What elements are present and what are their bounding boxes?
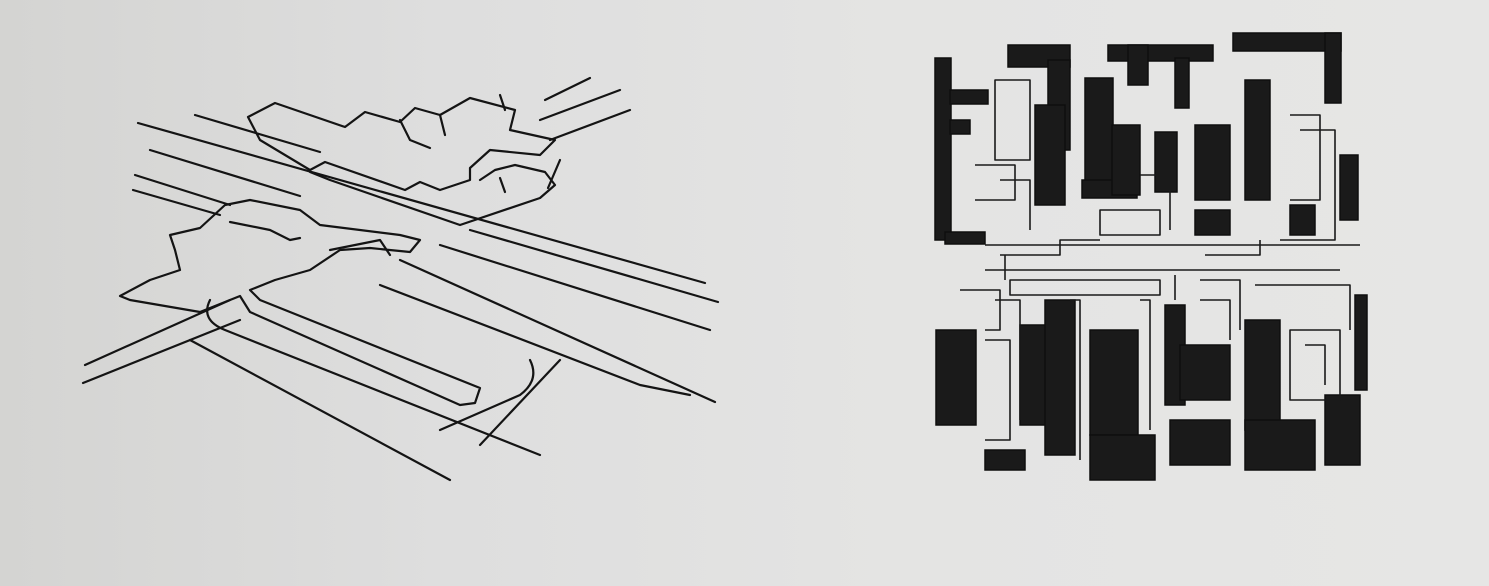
isometric-street-sketch <box>81 76 720 482</box>
figure-ground-plan-sketch <box>934 32 1368 481</box>
